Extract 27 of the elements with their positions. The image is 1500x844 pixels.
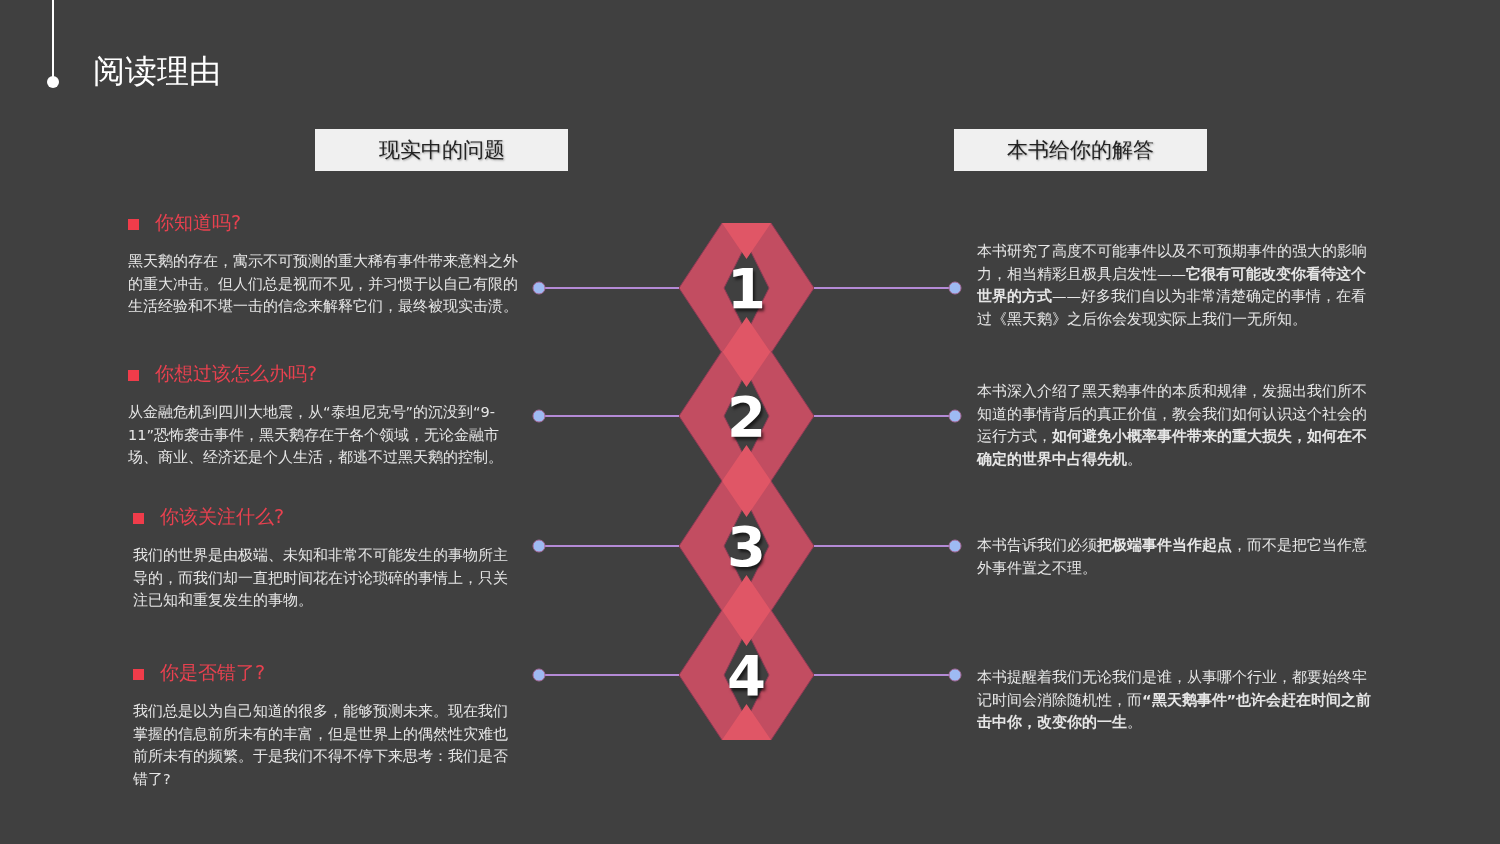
slide-title: 阅读理由 [93, 51, 221, 92]
connector-line [813, 281, 962, 295]
step-number: 2 [727, 383, 766, 449]
connector-line [813, 668, 962, 682]
step-number: 1 [727, 255, 766, 321]
answer-text: 本书提醒着我们无论我们是谁，从事哪个行业，都要始终牢记时间会消除随机性，而“黑天鹅事件”也许会赶在时间之前击中你，改变你的一生。 [977, 668, 1373, 733]
section-heading: 你是否错了? [160, 660, 266, 685]
section-heading: 你该关注什么? [160, 504, 285, 529]
body-text: 从金融危机到四川大地震，从“泰坦尼克号”的沉没到“9-11”恐怖袭击事件，黑天鹅存在于各个领域，无论金融市场、商业、经济还是个人生活，都逃不过黑天鹅的控制。 [128, 403, 504, 468]
section-heading: 你知道吗? [155, 210, 242, 235]
connector-line [532, 409, 680, 423]
answer-text: 本书告诉我们必须把极端事件当作起点，而不是把它当作意外事件置之不理。 [977, 536, 1368, 578]
answer-text: 本书深入介绍了黑天鹅事件的本质和规律，发掘出我们所不知道的事情背后的真正价值，教会我们如何认识这个社会的运行方式，如何避免小概率事件带来的重大损失，如何在不确定的世界中占得先机。 [977, 382, 1368, 469]
body-text: 我们总是以为自己知道的很多，能够预测未来。现在我们掌握的信息前所未有的丰富，但是世界上的偶然性灾难也前所未有的频繁。于是我们不得不停下来思考：我们是否错了? [133, 702, 509, 789]
connector-line [532, 539, 680, 553]
body-text: 我们的世界是由极端、未知和非常不可能发生的事物所主导的，而我们却一直把时间花在讨论琐碎的事情上，只关注已知和重复发生的事物。 [133, 546, 509, 611]
column-header: 本书给你的解答 [954, 129, 1207, 171]
body-text: 黑天鹅的存在，寓示不可预测的重大稀有事件带来意料之外的重大冲击。但人们总是视而不见，并习惯于以自己有限的生活经验和不堪一击的信念来解释它们，最终被现实击溃。 [128, 252, 519, 317]
connector-line [813, 539, 962, 553]
connector-line [532, 281, 680, 295]
step-number: 3 [727, 513, 766, 579]
step-number: 4 [727, 642, 766, 708]
section-heading: 你想过该怎么办吗? [155, 361, 318, 386]
column-header: 现实中的问题 [315, 129, 568, 171]
connector-line [532, 668, 680, 682]
connector-line [813, 409, 962, 423]
answer-text: 本书研究了高度不可能事件以及不可预期事件的强大的影响力，相当精彩且极具启发性——它很有可能改变你看待这个世界的方式——好多我们自以为非常清楚确定的事情，在看过《黑天鹅》之后你会发现实际上我们一无所知。 [977, 242, 1368, 329]
